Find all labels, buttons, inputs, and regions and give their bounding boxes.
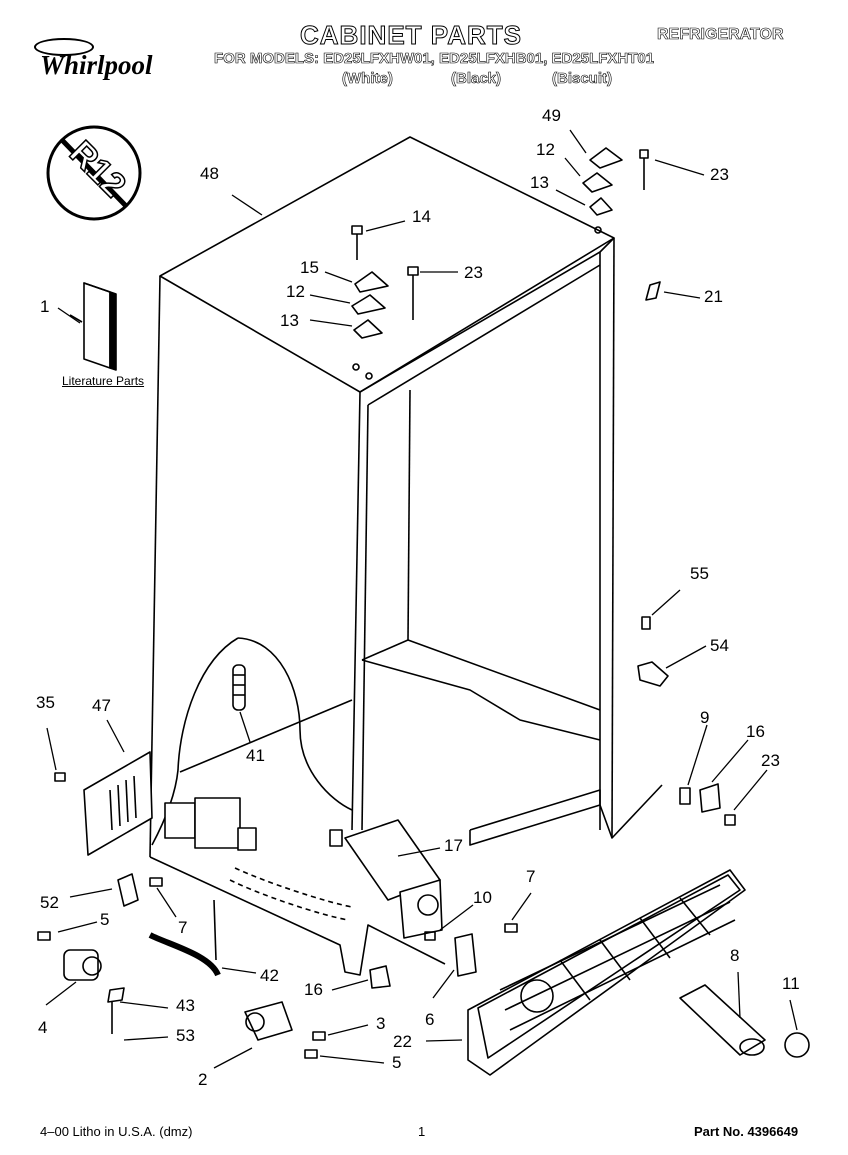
callout-9: 9 <box>700 708 710 727</box>
bracket-52 <box>117 873 139 907</box>
callout-52: 52 <box>40 893 59 912</box>
access-plate-47 <box>83 751 153 856</box>
screw-5b <box>304 1049 318 1059</box>
screw-3 <box>312 1031 326 1041</box>
callout-35: 35 <box>36 693 55 712</box>
callout-12-top: 12 <box>536 140 555 159</box>
spring-41 <box>232 664 246 711</box>
footer-page-number: 1 <box>418 1124 426 1139</box>
callout-23-top: 23 <box>710 165 729 184</box>
callout-23-mid: 23 <box>464 263 483 282</box>
callout-55: 55 <box>690 564 709 583</box>
callout-1: 1 <box>40 297 50 316</box>
filter-8 <box>679 984 766 1056</box>
clip-43 <box>107 987 125 1003</box>
hinge-top-right <box>582 147 649 234</box>
callout-7-right: 7 <box>526 867 536 886</box>
color-biscuit: (Biscuit) <box>552 70 613 88</box>
leader-lines <box>45 129 798 1069</box>
callout-43: 43 <box>176 996 195 1015</box>
callout-7-left: 7 <box>178 918 188 937</box>
callout-12-mid: 12 <box>286 282 305 301</box>
screw-35 <box>54 772 66 782</box>
callout-17: 17 <box>444 836 463 855</box>
footer-litho: 4–00 Litho in U.S.A. (dmz) <box>40 1124 193 1139</box>
callout-13-mid: 13 <box>280 311 299 330</box>
callout-53: 53 <box>176 1026 195 1045</box>
screw-7a <box>149 877 163 887</box>
color-black: (Black) <box>451 70 502 88</box>
callout-3: 3 <box>376 1014 386 1033</box>
shim-9 <box>679 787 691 805</box>
callout-5-left: 5 <box>100 910 110 929</box>
bracket-4 <box>63 949 102 981</box>
cap-11 <box>784 1032 810 1058</box>
duct-17 <box>329 819 443 939</box>
callout-23-right: 23 <box>761 751 780 770</box>
literature-booklet-icon <box>69 282 117 371</box>
tube-42 <box>148 932 221 977</box>
bracket-16a <box>699 783 721 813</box>
bracket-2 <box>244 1001 293 1041</box>
callout-16-right: 16 <box>746 722 765 741</box>
hinge-top-center <box>351 225 419 380</box>
screw-23c <box>724 814 736 826</box>
dashed-tube <box>229 879 349 921</box>
clip-16b <box>369 965 391 989</box>
callout-11: 11 <box>782 974 800 993</box>
screw-10 <box>424 931 436 941</box>
callout-10: 10 <box>473 888 492 907</box>
category-label: REFRIGERATOR <box>657 26 784 44</box>
models-line: FOR MODELS: ED25LFXHW01, ED25LFXHB01, ED… <box>214 50 655 68</box>
callout-2: 2 <box>198 1070 208 1089</box>
callout-48: 48 <box>200 164 219 183</box>
callout-15: 15 <box>300 258 319 277</box>
bracket-6 <box>454 933 477 977</box>
callout-49: 49 <box>542 106 561 125</box>
logo-swoosh <box>34 38 94 56</box>
callout-5-bottom: 5 <box>392 1053 402 1072</box>
callout-22: 22 <box>393 1032 412 1051</box>
screw-5a <box>37 931 51 941</box>
bracket-54 <box>637 616 669 687</box>
callout-13-top: 13 <box>530 173 549 192</box>
callout-4: 4 <box>38 1018 48 1037</box>
callout-6: 6 <box>425 1010 435 1029</box>
callout-54: 54 <box>710 636 729 655</box>
callout-21: 21 <box>704 287 723 306</box>
clip-21 <box>645 281 661 301</box>
page-title: CABINET PARTS <box>300 20 522 51</box>
callout-41: 41 <box>246 746 265 765</box>
grille-22 <box>467 869 746 1076</box>
callout-16-bottom: 16 <box>304 980 323 999</box>
literature-parts-label: Literature Parts <box>62 374 145 388</box>
color-white: (White) <box>342 70 393 88</box>
screw-7b <box>504 923 518 933</box>
valve-assembly <box>164 797 257 851</box>
callout-42: 42 <box>260 966 279 985</box>
callout-14: 14 <box>412 207 431 226</box>
footer-part-number: Part No. 4396649 <box>694 1124 799 1139</box>
cabinet-shell <box>149 136 663 976</box>
callout-47: 47 <box>92 696 111 715</box>
callout-8: 8 <box>730 946 740 965</box>
r12-badge-icon <box>46 125 142 221</box>
